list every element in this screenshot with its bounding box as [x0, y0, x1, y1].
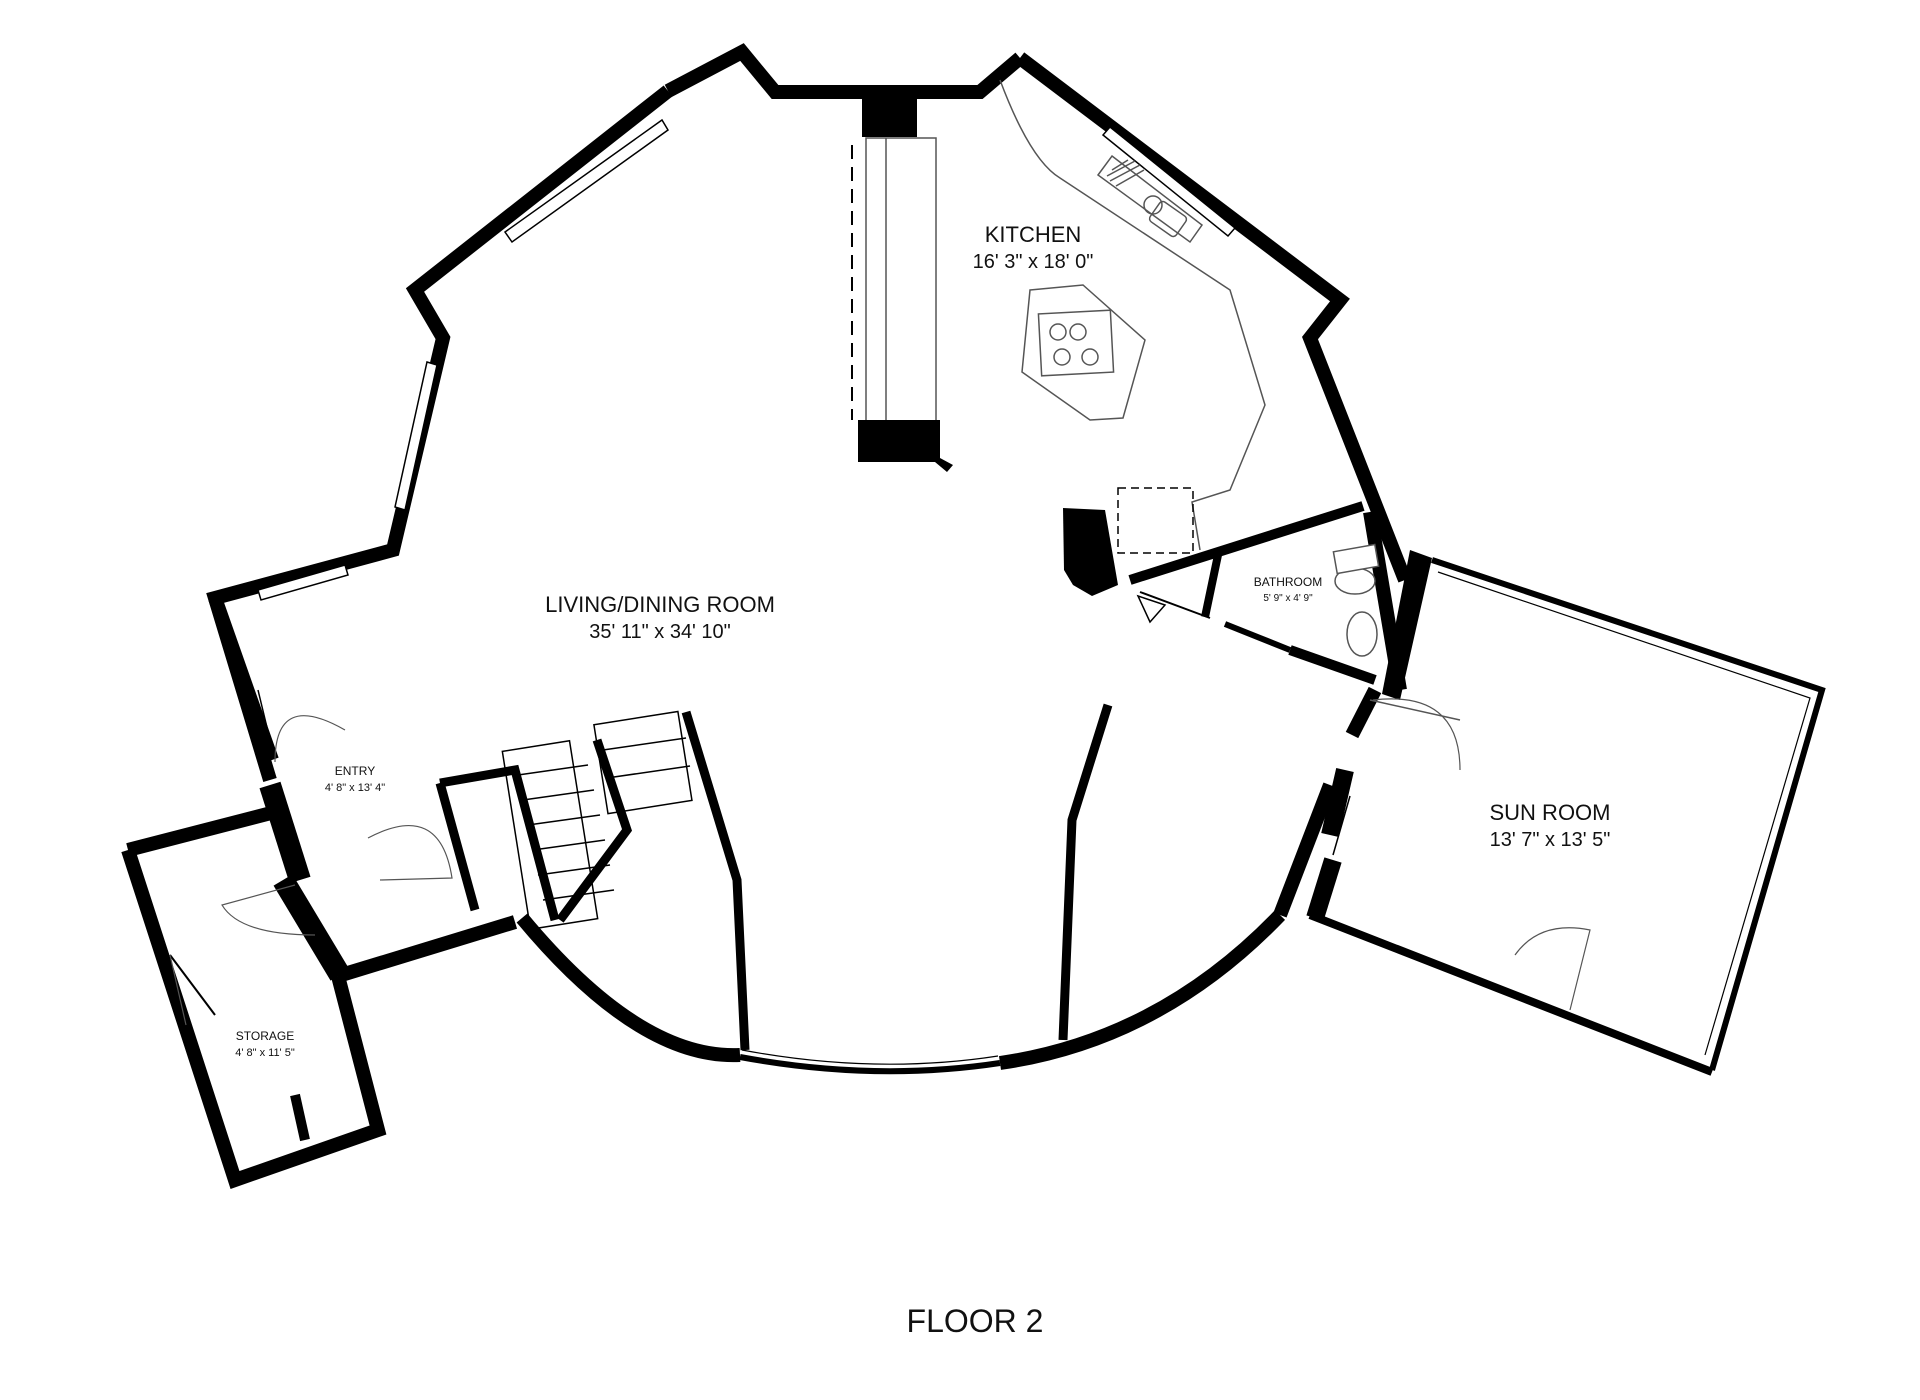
wall-south-east-curve [999, 910, 1286, 1070]
stair-treads [517, 764, 615, 901]
sunroom-window-west [1332, 795, 1351, 856]
entry-door-swing-2 [367, 824, 453, 881]
wall-storage-divider [273, 874, 350, 981]
sink-bath [1346, 611, 1378, 657]
sunroom-north-windows-inner [1437, 571, 1811, 1056]
sunroom-door-arc [1369, 699, 1461, 721]
sink-basin-right [1148, 200, 1188, 238]
living-label: LIVING/DINING ROOM [545, 592, 775, 617]
burner [1069, 323, 1087, 341]
wall-south-curve [516, 913, 741, 1063]
wall-bathroom-north [1128, 501, 1365, 585]
kitchen-dims: 16' 3" x 18' 0" [973, 251, 1094, 273]
sun-room-label: SUN ROOM [1490, 800, 1611, 825]
wall-north [664, 43, 1025, 99]
dishwasher-dashed [1117, 487, 1194, 554]
wall-bathroom-west [1201, 554, 1222, 618]
living-dims: 35' 11" x 34' 10" [589, 621, 731, 643]
sink-counter [1096, 154, 1204, 244]
bathroom-label: BATHROOM [1254, 575, 1322, 589]
storage [121, 805, 387, 1189]
burner [1049, 323, 1067, 341]
burner [1053, 348, 1071, 366]
storage-bifold-2 [169, 954, 187, 1026]
storage-inner-wall [290, 1093, 310, 1142]
wall-east-living-2 [1345, 686, 1382, 739]
window-south-curve-inner [741, 1049, 999, 1065]
sun-room-dims: 13' 7" x 13' 5" [1490, 829, 1611, 851]
storage-label: STORAGE [236, 1029, 294, 1043]
kitchen-label: KITCHEN [985, 222, 1082, 247]
bathroom [1128, 501, 1380, 685]
window [1101, 125, 1237, 238]
wall-stairwell-2 [556, 738, 633, 923]
door-swing-marker [1136, 594, 1167, 624]
wall-entry-south [335, 915, 518, 983]
wall-corridor-east [1058, 703, 1113, 1041]
window-south-curve [739, 1054, 1001, 1075]
sunroom-west-pillar [1321, 767, 1354, 838]
sunroom-door-swing-2 [1514, 927, 1591, 1011]
fridge-block [862, 97, 917, 137]
staircase [501, 710, 693, 931]
wall-storage-west [121, 847, 387, 1189]
sunroom-north-windows-outer [1431, 557, 1826, 1071]
window-entry [257, 689, 271, 741]
sunroom-west-pillar-2 [1306, 857, 1342, 921]
wall-stairwell [439, 764, 560, 922]
fireplace [1063, 508, 1118, 596]
sun-room [1306, 550, 1826, 1076]
wall-entry-north [208, 595, 279, 763]
storage-dims: 4' 8" x 11' 5" [235, 1047, 295, 1059]
wall-north-east [1015, 52, 1412, 583]
kitchen-counter-outline [999, 79, 1266, 551]
counter-column [865, 137, 937, 423]
wall-storage [126, 805, 277, 857]
wall-living-bath [1139, 591, 1211, 619]
sunroom-south-windows [1394, 949, 1686, 1061]
exterior-walls [206, 43, 1412, 783]
interior-walls [439, 703, 1113, 1051]
sunroom-east-pillar [1382, 550, 1432, 700]
sink-basin-left [1143, 195, 1163, 215]
wall-north-west [206, 85, 673, 783]
entry-interior [435, 781, 480, 912]
fridge-base [858, 420, 953, 472]
entry-label: ENTRY [335, 764, 375, 778]
window [257, 564, 349, 601]
wall-entry-divider [259, 781, 311, 884]
sunroom-door-swing [1372, 698, 1461, 771]
windows-north-west [257, 118, 1237, 601]
toilet-tank [1332, 543, 1380, 575]
window [394, 361, 438, 511]
wall-stair-east [681, 710, 750, 1051]
stair-run-upper [593, 710, 693, 815]
storage-door-swing [221, 884, 316, 936]
storage-bifold [169, 954, 216, 1016]
bathroom-door [1223, 621, 1292, 653]
bathroom-dims: 5' 9" x 4' 9" [1263, 593, 1313, 604]
stair-run-lower [501, 739, 599, 931]
entry [208, 595, 518, 983]
sink-drain-lines [1106, 159, 1145, 187]
wall-east-living [1273, 782, 1337, 918]
wall-bathroom-south [1288, 645, 1377, 685]
entry-door-swing [274, 715, 346, 763]
entry-dims: 4' 8" x 13' 4" [325, 782, 385, 794]
kitchen-fixtures [851, 79, 1266, 596]
window [503, 118, 669, 244]
floor-title: FLOOR 2 [907, 1303, 1044, 1339]
burner [1081, 348, 1099, 366]
cooktop [1037, 309, 1115, 377]
